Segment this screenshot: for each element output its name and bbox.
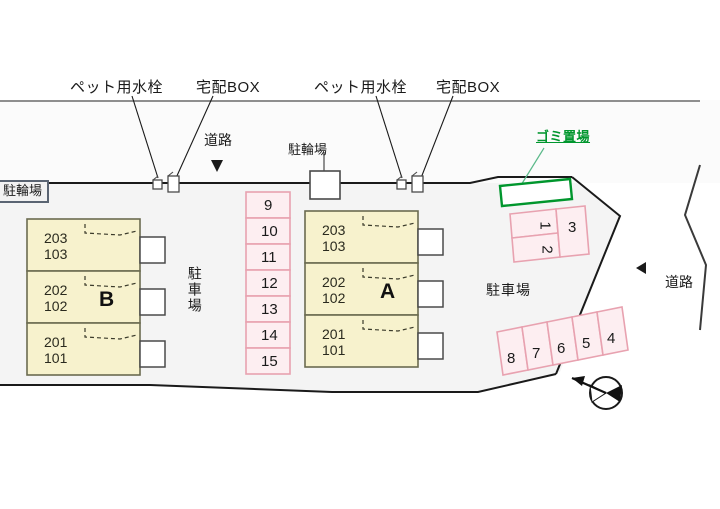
building-b-balcony-mid [84,276,138,288]
leader-delivery-box-left [175,95,214,179]
parking-stall-label-13: 13 [261,301,278,318]
building-b-balcony-top [84,224,138,236]
pet-tap-label-left: ペット用水栓 [70,79,164,96]
leader-delivery-box-right [420,95,454,179]
delivery-box-icon-left-flap [167,171,174,177]
road-band-top [0,100,720,183]
building-a-unit-203-103 [304,210,419,264]
parking-stall-11 [245,243,291,271]
pet-tap-icon-right-spout [396,175,403,181]
parking-stall-12 [245,269,291,297]
unit-upper: 201 [44,334,68,350]
pet-tap-label-right: ペット用水栓 [314,79,408,96]
road-label-top: 道路 [204,132,232,148]
parking-stall-label-1: 1 [536,221,554,230]
parking-stall-label-4: 4 [607,330,616,347]
unit-label-a-202-102: 202 102 [322,274,346,306]
bike-parking-label-left: 駐輪場 [0,180,50,203]
building-b-balcony-bottom [84,328,138,340]
unit-label-a-201-101: 201 101 [322,326,346,358]
parking-stall-label-11: 11 [261,249,277,266]
parking-stall-label-6: 6 [557,340,566,357]
parking-stall-label-8: 8 [507,350,516,367]
parking-label-right: 駐車場 [486,282,531,298]
building-b-entrance-202 [139,288,166,316]
building-letter-b: B [99,288,115,311]
unit-upper: 202 [322,274,346,290]
unit-label-b-203-103: 203 103 [44,230,68,262]
parking-stall-label-9: 9 [264,197,273,214]
building-b-entrance-203 [139,236,166,264]
building-a-unit-202-102 [304,262,419,316]
delivery-box-icon-left [167,175,180,193]
parking-stall-label-7: 7 [532,345,541,362]
parking-stall-label-2: 2 [538,245,556,254]
garbage-area-label: ゴミ置場 [536,129,591,144]
unit-lower: 102 [44,297,68,314]
boundary-top-edge [0,176,572,184]
pet-tap-icon-right [396,179,407,190]
building-b-unit-202-102 [26,270,141,324]
unit-label-a-203-103: 203 103 [322,222,346,254]
delivery-box-label-left: 宅配BOX [196,79,261,96]
unit-lower: 101 [44,349,68,366]
delivery-box-icon-right [411,175,424,193]
building-a-balcony-bottom [362,320,416,332]
unit-upper: 202 [44,282,68,298]
building-b [26,218,166,376]
parking-stall-label-10: 10 [261,223,278,240]
unit-lower: 102 [322,289,346,306]
unit-lower: 103 [44,245,68,262]
parking-label-center: 駐車場 [186,266,203,314]
building-a-balcony-top [362,216,416,228]
building-a-entrance-202 [417,280,444,308]
building-a-entrance-203 [417,228,444,256]
unit-label-b-201-101: 201 101 [44,334,68,366]
pet-tap-icon-left-spout [152,175,159,181]
delivery-box-icon-right-flap [411,171,418,177]
road-label-right: 道路 [665,274,693,290]
parking-column-center [245,191,291,375]
parking-stall-label-5: 5 [582,335,591,352]
leader-pet-tap-left [131,95,159,179]
unit-lower: 103 [322,237,346,254]
garbage-area-shape [498,177,574,208]
compass-icon [571,376,623,410]
bike-parking-label-center: 駐輪場 [288,142,328,157]
parking-stall-9 [245,191,291,219]
bike-parking-box-center [309,170,341,200]
parking-stall-3 [555,205,590,258]
parking-stall-label-15: 15 [261,353,278,370]
unit-upper: 201 [322,326,346,342]
building-a-entrance-201 [417,332,444,360]
building-letter-a: A [380,280,396,303]
road-marker-right-icon [636,262,646,274]
building-a-balcony-mid [362,268,416,280]
parking-stall-13 [245,295,291,323]
pet-tap-icon-left [152,179,163,190]
parking-stall-label-12: 12 [261,275,278,292]
unit-lower: 101 [322,341,346,358]
parking-stall-4 [596,306,629,356]
unit-upper: 203 [44,230,68,246]
road-boundary-right [683,164,708,331]
unit-upper: 203 [322,222,346,238]
parking-stall-15 [245,347,291,375]
building-b-entrance-201 [139,340,166,368]
delivery-box-label-right: 宅配BOX [436,79,501,96]
leader-pet-tap-right [375,95,403,179]
boundary-bottom-edge [0,373,557,393]
parking-cluster-upper-right [509,205,590,263]
parking-stall-label-14: 14 [261,327,278,344]
parking-stall-label-3: 3 [568,219,577,236]
building-a [304,210,444,368]
unit-label-b-202-102: 202 102 [44,282,68,314]
parking-stall-10 [245,217,291,245]
parking-row-lower-right [496,306,629,376]
road-marker-top-icon [211,160,223,172]
